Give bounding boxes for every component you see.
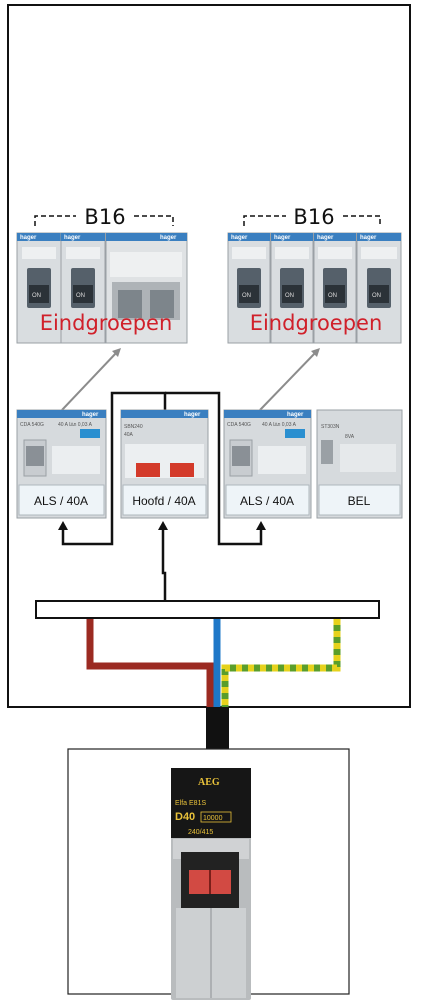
arrow-head-als-right	[256, 521, 266, 530]
feed-arrow-left	[61, 348, 121, 411]
svg-text:SBN240: SBN240	[124, 424, 143, 430]
mcb-breaker: hager ON	[356, 232, 402, 344]
aeg-capacity-box	[200, 811, 232, 823]
aeg-model: Elfa E81S	[175, 800, 206, 807]
ground-fault-module: hager	[105, 232, 188, 344]
svg-text:ON: ON	[242, 293, 251, 299]
svg-text:hager: hager	[360, 235, 377, 241]
mcb-breaker: hager ON	[60, 232, 106, 344]
svg-text:hager: hager	[287, 412, 304, 418]
breaker-group-right: hager ON hager ON hager ON ha	[227, 232, 402, 344]
aeg-voltage: 240/415	[188, 829, 213, 836]
aeg-capacity: 10000	[203, 815, 223, 822]
svg-text:CDA 540G: CDA 540G	[20, 422, 44, 428]
eindgroepen-label-right: Eindgroepen	[250, 311, 383, 335]
aeg-rating: D40	[175, 811, 195, 823]
svg-text:hager: hager	[20, 235, 37, 241]
svg-text:CDA 540G: CDA 540G	[227, 422, 251, 428]
distribution-box	[7, 4, 411, 708]
svg-text:ON: ON	[76, 293, 85, 299]
arrow-head-als-left	[58, 521, 68, 530]
bell-plate: BEL	[348, 494, 371, 508]
earth-wire	[221, 619, 341, 707]
mcb-breaker: hager ON	[270, 232, 314, 344]
feed-arrow-right	[259, 348, 320, 411]
aeg-main-breaker	[171, 768, 251, 1000]
svg-text:40 A I∆n 0,03 A: 40 A I∆n 0,03 A	[58, 422, 93, 428]
aeg-logo: AEG	[198, 777, 220, 788]
eindgroepen-label-left: Eindgroepen	[40, 311, 173, 335]
main-feed-wiring	[61, 391, 263, 600]
svg-text:hager: hager	[317, 235, 334, 241]
svg-text:hager: hager	[64, 235, 81, 241]
svg-text:8VA: 8VA	[345, 434, 355, 440]
mcb-breaker: hager ON	[16, 232, 62, 344]
als-module-left: hager CDA 540G 40 A I∆n 0,03 A	[16, 409, 107, 519]
als-module-right: hager CDA 540G 40 A I∆n 0,03 A	[223, 409, 312, 519]
main-switch-module: hager SBN240 40A	[120, 409, 209, 519]
svg-text:ON: ON	[32, 293, 41, 299]
svg-text:hager: hager	[160, 235, 177, 241]
arrow-head-main	[158, 521, 168, 530]
b16-bracket-right	[243, 215, 381, 226]
incoming-cable	[206, 707, 229, 751]
breaker-group-left: hager ON hager ON hager	[16, 232, 188, 344]
svg-text:40 A I∆n 0,03 A: 40 A I∆n 0,03 A	[262, 422, 297, 428]
b16-label-right: B16	[293, 205, 334, 229]
als-right-plate: ALS / 40A	[240, 494, 294, 508]
svg-text:hager: hager	[274, 235, 291, 241]
svg-text:40A: 40A	[124, 432, 134, 438]
phase-wire	[86, 619, 214, 707]
svg-text:ST303N: ST303N	[321, 424, 340, 430]
svg-text:hager: hager	[82, 412, 99, 418]
busbar	[35, 600, 380, 619]
als-left-plate: ALS / 40A	[34, 494, 88, 508]
svg-text:ON: ON	[328, 293, 337, 299]
b16-label-left: B16	[84, 205, 125, 229]
mcb-breaker: hager ON	[227, 232, 271, 344]
main-switch-plate: Hoofd / 40A	[132, 494, 195, 508]
b16-bracket-left	[34, 215, 174, 226]
mcb-breaker: hager ON	[313, 232, 357, 344]
bell-transformer-module: ST303N 8VA	[316, 409, 403, 519]
svg-text:ON: ON	[372, 293, 381, 299]
svg-text:hager: hager	[231, 235, 248, 241]
svg-text:hager: hager	[184, 412, 201, 418]
svg-text:ON: ON	[285, 293, 294, 299]
